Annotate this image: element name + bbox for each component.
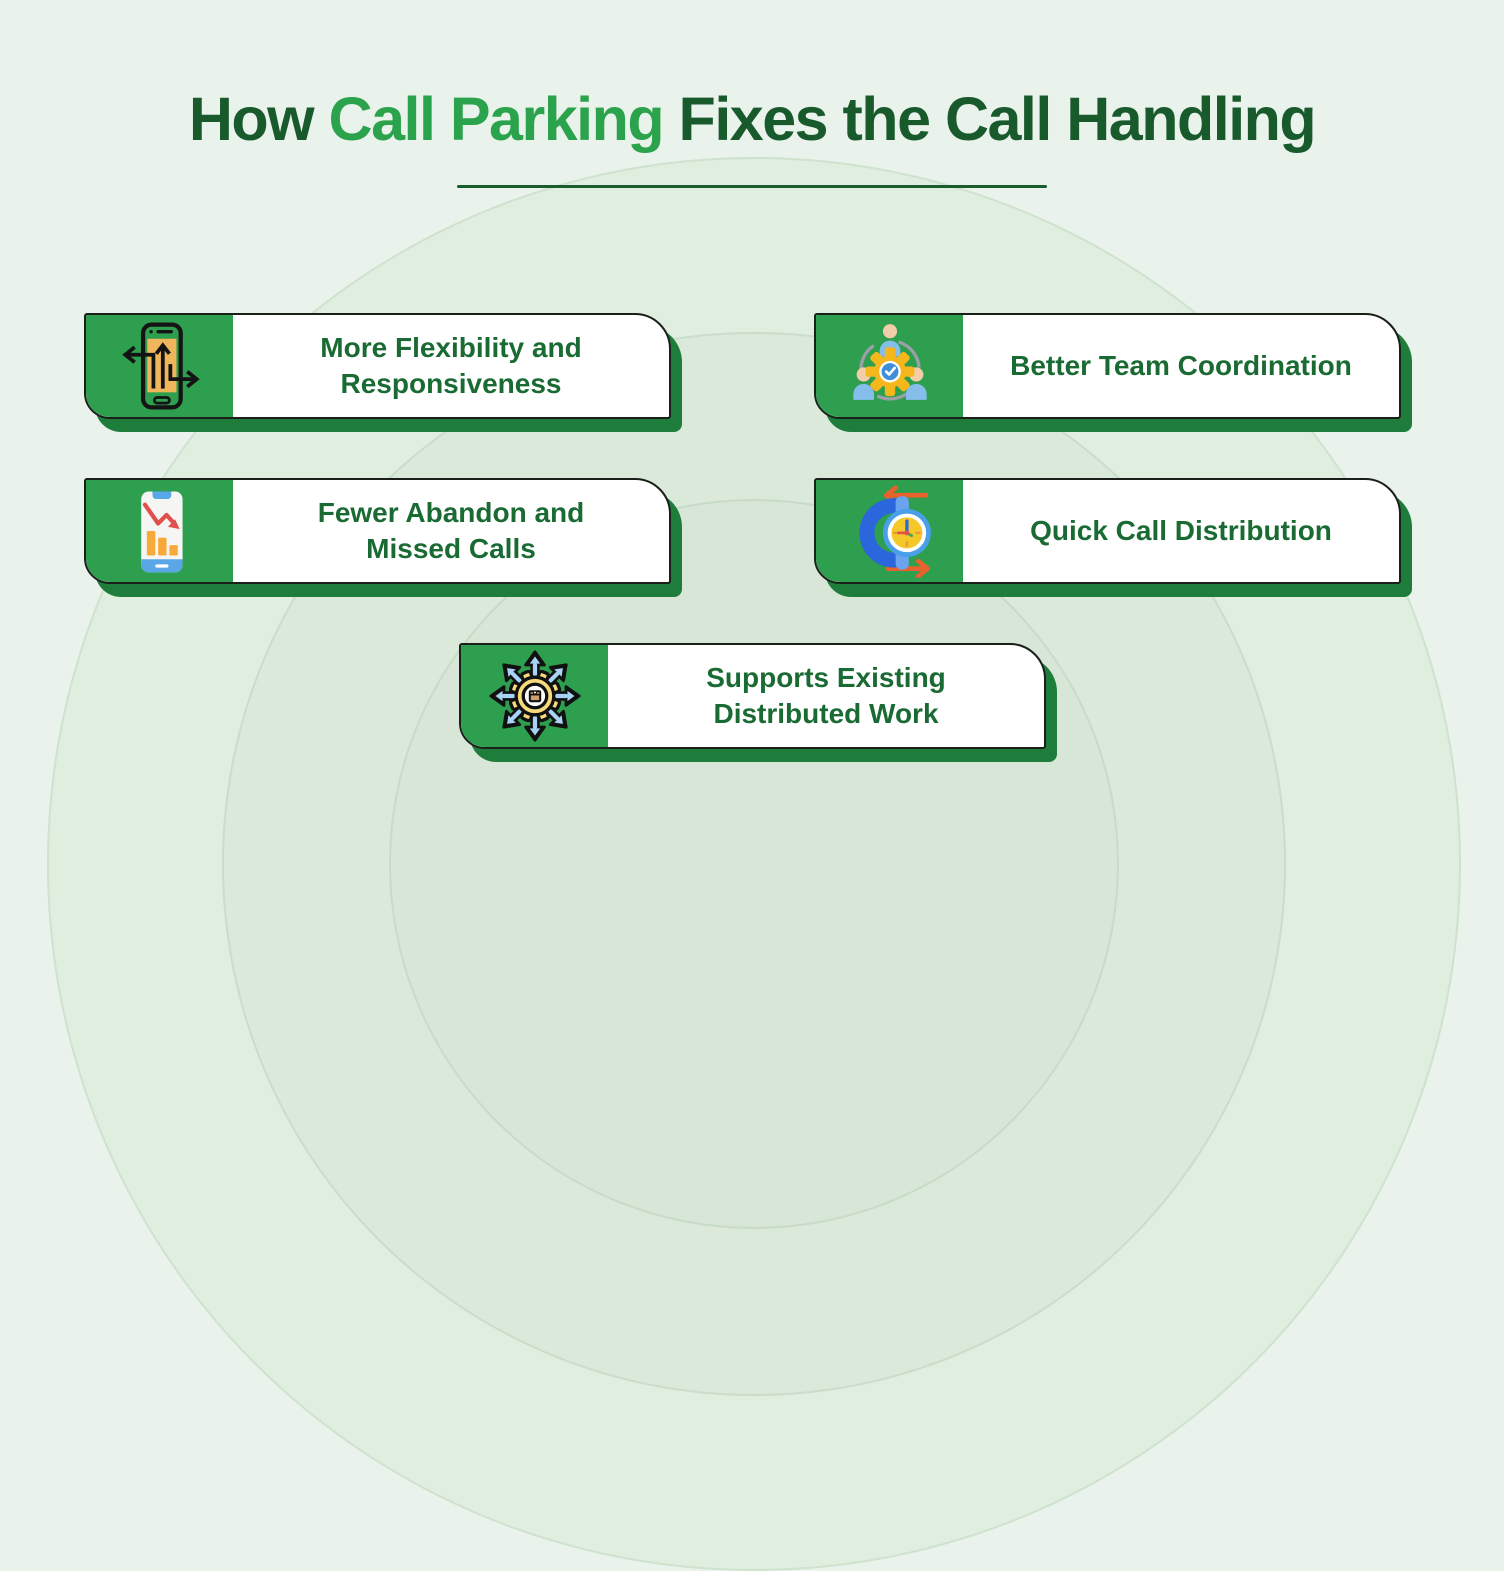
title-highlight: Call Parking	[328, 85, 665, 153]
icon-panel	[816, 480, 963, 582]
handset-clock-icon	[858, 485, 931, 578]
card-flexibility: More Flexibility and Responsiveness	[84, 313, 682, 432]
card-label: Supports Existing Distributed Work	[706, 662, 946, 729]
page-title: How Call Parking Fixes the Call Handling	[0, 84, 1504, 154]
icon-panel	[86, 480, 233, 582]
title-prefix: How	[188, 85, 329, 153]
icon-panel	[816, 315, 963, 417]
card-distributed-work: Supports Existing Distributed Work	[459, 643, 1057, 762]
card-quick-call-distribution: Quick Call Distribution	[814, 478, 1412, 597]
title-underline	[457, 185, 1047, 188]
title-suffix: Fixes the Call Handling	[663, 85, 1317, 153]
declining-chart-phone-icon	[140, 491, 183, 573]
icon-panel	[86, 315, 233, 417]
card-label: Better Team Coordination	[1010, 350, 1352, 382]
card-team-coordination: Better Team Coordination	[814, 313, 1412, 432]
card-label: Quick Call Distribution	[1030, 515, 1332, 547]
card-label: Fewer Abandon and Missed Calls	[317, 497, 585, 564]
icon-panel	[461, 645, 608, 747]
team-gear-icon	[852, 324, 927, 401]
card-label: More Flexibility and Responsiveness	[320, 332, 582, 399]
distributed-gear-icon	[488, 649, 582, 743]
card-fewer-missed-calls: Fewer Abandon and Missed Calls	[84, 478, 682, 597]
phone-arrows-icon	[121, 322, 200, 410]
background-circle-inner	[389, 499, 1119, 1229]
